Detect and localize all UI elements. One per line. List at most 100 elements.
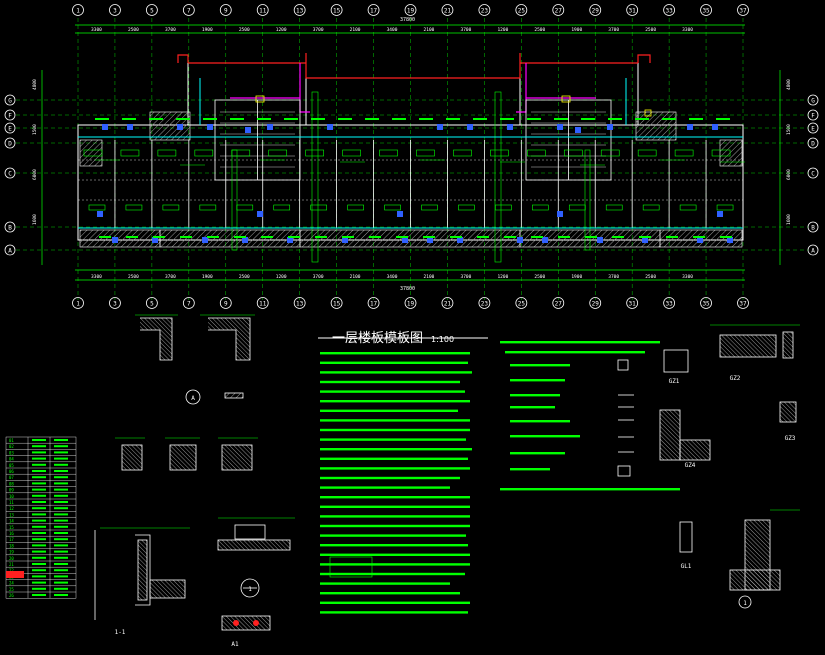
grid-bubble-top-label: 3	[113, 8, 117, 15]
plan-annotation	[396, 236, 408, 238]
grid-bubble-bottom-label: 5	[150, 301, 154, 308]
legend-line	[510, 379, 565, 382]
grid-bubble-bottom: 5	[145, 297, 158, 309]
section-label: GZ3	[785, 435, 796, 442]
dimension-segment-top: 2100	[424, 27, 435, 33]
plan-annotation	[207, 236, 219, 238]
grid-bubble-bottom: 35	[700, 297, 712, 309]
grid-bubble-top-label: 9	[224, 8, 228, 15]
dimension-segment-top: 2100	[350, 27, 361, 33]
table-cell	[54, 569, 68, 572]
plan-annotation	[149, 118, 163, 120]
plan-annotation	[581, 118, 595, 120]
grid-bubble-bottom: 27	[552, 297, 565, 309]
column-marker	[245, 127, 251, 133]
section-label: GZ2	[730, 375, 741, 382]
table-row-id: 01	[9, 438, 14, 443]
grid-bubble-bottom-label: 1	[76, 301, 80, 308]
note-line	[320, 390, 465, 393]
grid-bubble-top: 27	[552, 4, 565, 16]
grid-bubble-left: A	[4, 244, 16, 256]
table-cell	[32, 476, 46, 479]
grid-bubble-top-label: 19	[407, 8, 415, 15]
grid-bubble-top-label: 29	[592, 8, 600, 15]
dimension-segment-bottom: 1200	[276, 274, 287, 280]
note-line	[320, 419, 470, 422]
grid-bubble-bottom-label: 11	[259, 301, 267, 308]
plan-annotation	[558, 236, 570, 238]
column-marker	[267, 124, 273, 130]
column-marker	[457, 237, 463, 243]
column-marker	[717, 211, 723, 217]
plan-annotation	[99, 236, 111, 238]
grid-bubble-top-label: 31	[629, 8, 637, 15]
column-marker	[202, 237, 208, 243]
dimension-segment-bottom: 3400	[387, 274, 398, 280]
grid-bubble-bottom-label: 27	[555, 301, 563, 308]
dimension-lines	[41, 24, 781, 281]
table-cell	[54, 532, 68, 534]
table-cell	[32, 556, 46, 559]
dimension-segment-bottom: 1900	[202, 274, 213, 280]
note-line	[320, 572, 465, 576]
table-cell	[54, 563, 68, 565]
grid-bubble-right-label: A	[811, 248, 815, 255]
grid-bubble-top-label: 37	[739, 8, 747, 15]
column-marker	[112, 237, 118, 243]
grid-bubble-top-label: 15	[333, 8, 341, 15]
dimension-segment-bottom: 3700	[165, 274, 176, 280]
dimension-segment-top: 2500	[645, 27, 656, 33]
note-line	[320, 428, 470, 432]
table-row-id: 06	[9, 469, 14, 474]
grid-bubble-bottom: 7	[182, 297, 195, 309]
table-cell	[54, 544, 68, 547]
dimension-side-right: 1600	[786, 214, 792, 225]
plan-annotation	[95, 118, 109, 120]
note-line	[320, 524, 470, 528]
table-row-id: 26	[9, 593, 14, 598]
table-cell	[54, 494, 68, 497]
legend-line	[505, 351, 645, 354]
grid-bubble-bottom-label: 15	[333, 301, 341, 308]
grid-bubble-bottom: 37	[737, 297, 749, 309]
table-cell	[32, 563, 46, 565]
plan-annotation	[284, 118, 298, 120]
plan-annotation	[315, 236, 327, 238]
section-label: 1	[248, 586, 252, 593]
table-cell	[32, 507, 46, 510]
dimension-segment-bottom: 2500	[128, 274, 139, 280]
grid-bubble-top: 25	[515, 4, 528, 16]
dimension-segment-top: 3700	[460, 27, 471, 33]
note-line	[320, 496, 470, 499]
table-cell	[54, 556, 68, 559]
dimension-segment-top: 3700	[313, 27, 324, 33]
table-cell	[54, 519, 68, 522]
grid-bubble-right-label: G	[811, 98, 815, 105]
section-label: GL1	[681, 563, 692, 570]
table-row-id: 08	[9, 481, 14, 486]
dimension-segment-bottom: 3700	[313, 274, 324, 280]
table-cell	[32, 581, 46, 584]
grid-bubble-top: 13	[293, 4, 306, 16]
grid-bubble-top: 9	[219, 4, 232, 16]
note-line	[320, 371, 472, 374]
column-marker	[727, 237, 733, 243]
dimension-segment-top: 1900	[571, 27, 582, 33]
dimension-side-left: 1600	[32, 214, 38, 225]
table-cell	[32, 538, 46, 541]
table-cell	[32, 457, 46, 460]
column-marker	[642, 237, 648, 243]
legend-line	[500, 341, 660, 344]
column-marker	[257, 211, 263, 217]
grid-bubble-top-label: 35	[702, 8, 710, 15]
table-cell	[32, 594, 46, 596]
note-line	[320, 582, 450, 585]
grid-bubble-top: 1	[72, 4, 84, 16]
grid-bubble-right-label: E	[811, 126, 815, 133]
dimension-segment-top: 3300	[682, 27, 693, 33]
plan-annotation	[365, 118, 379, 120]
column-marker	[557, 211, 563, 217]
dimension-segment-bottom: 1200	[497, 274, 508, 280]
dimension-segment-top: 1200	[497, 27, 508, 33]
